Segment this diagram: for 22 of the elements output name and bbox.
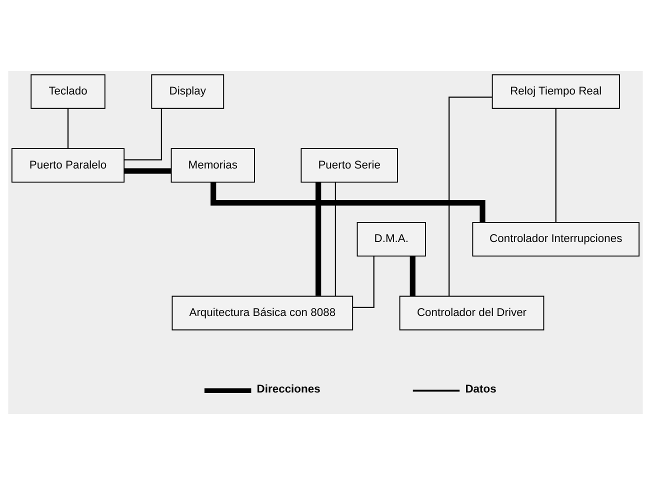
legend-label: Datos: [465, 383, 496, 396]
node-box: D.M.A.: [356, 221, 426, 256]
connector: [555, 108, 556, 222]
legend-label: Direcciones: [256, 383, 320, 396]
connector: [316, 182, 322, 296]
connector: [124, 108, 162, 160]
connector: [334, 182, 336, 296]
node-box: Memorias: [170, 148, 255, 182]
node-box: Puerto Paralelo: [11, 148, 125, 182]
connector: [67, 108, 69, 148]
node-box: Arquitectura Básica con 8088: [172, 295, 354, 330]
connector: [124, 168, 171, 174]
node-box: Controlador del Driver: [399, 295, 544, 330]
node-box: Reloj Tiempo Real: [492, 74, 620, 108]
node-box: Puerto Serie: [300, 148, 398, 182]
connector: [448, 96, 492, 296]
node-box: Controlador Interrupciones: [472, 221, 640, 256]
connector: [352, 256, 374, 308]
node-box: Teclado: [30, 74, 106, 108]
node-box: Display: [151, 74, 224, 108]
connector: [410, 256, 416, 296]
connector: [210, 182, 486, 222]
